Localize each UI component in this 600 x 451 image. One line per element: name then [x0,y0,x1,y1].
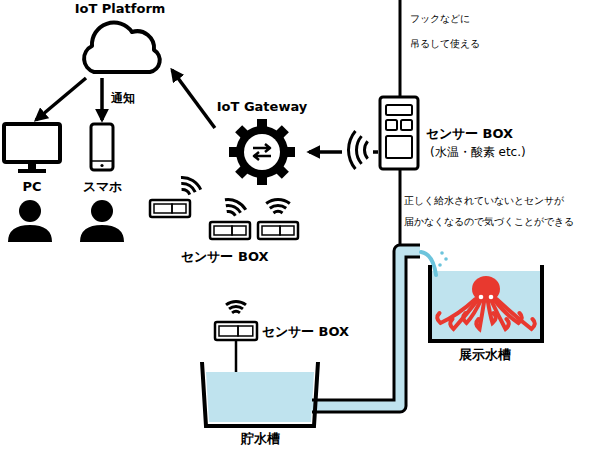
sensor-screen [262,226,280,235]
node-label: センサー BOX [426,125,513,143]
wifi-arc [227,210,237,217]
connector-group [102,78,103,120]
water-drop [438,263,442,267]
sensor-screen [172,204,186,213]
octopus-eye [479,295,484,300]
sensor-case [380,97,418,169]
sensor-screen [219,326,238,336]
sensor-case [258,222,298,239]
node-sublabel: (水温・酸素 etc.) [430,143,526,161]
gateway-gear [229,119,295,185]
sensor-screen [214,226,232,235]
person-body [80,225,124,242]
node-label: 貯水槽 [241,430,280,448]
node-label: IoT Gateway [217,98,308,116]
tank-water [206,372,314,422]
sensor-group-node: センサー BOX [145,192,305,270]
person-body [8,225,52,242]
arrow-connector [100,78,104,120]
gateway-node: IoT Gateway [215,98,309,186]
phone-node: スマホ [80,120,125,196]
sensor-screen [238,326,253,336]
gear-body [236,126,288,178]
cloud-outline [84,23,160,72]
wifi-arc [273,210,284,214]
tank-wall [202,362,318,426]
phone-bezel [91,160,113,162]
person-icon [8,200,52,242]
tank-water [432,271,540,339]
wifi-arc [225,198,247,211]
sensor-box-node: センサー BOX(水温・酸素 etc.) [378,95,592,171]
node-label: IoT Platform [75,0,166,18]
wifi-arc [181,182,196,193]
wifi-arc [226,204,242,214]
wifi-arc [269,204,287,209]
sensor-case [150,200,190,217]
sensor-screen [386,105,412,115]
wifi-arc [265,198,290,205]
monitor-base [18,169,46,173]
octopus-head [472,276,500,302]
node-label: センサー BOX [181,248,268,266]
connector-group [172,70,215,128]
arrow-connector [309,150,378,154]
wifi-signal [347,130,369,170]
gear-hole [244,134,280,170]
wifi-arc [181,176,202,190]
water-drop [444,257,448,261]
phone-body [91,124,113,170]
cloud-node: IoT Platform [66,0,174,78]
person-head [91,200,113,222]
octopus-tentacle [497,299,535,329]
wifi-arc [363,140,369,159]
note-text: フックなどに 吊るして使える [410,6,490,56]
phone-button [100,164,103,167]
water-drop [440,251,444,255]
connector-group [36,78,86,120]
wifi-arc [347,130,357,170]
node-label: 展示水槽 [459,346,511,364]
sensor-case [215,322,257,340]
arrow-connector [36,78,86,120]
octopus-tentacle [476,299,484,329]
node-label: PC [22,178,41,196]
sensor-screen [154,204,172,213]
octopus-eye [489,295,494,300]
monitor-neck [28,162,36,170]
wifi-arc [231,310,241,314]
wifi-arc [355,135,363,165]
sensor-case [210,222,250,239]
display-tank-node: 展示水槽 [420,245,550,365]
wifi-arc [225,300,247,306]
person-icon [80,200,124,242]
node-label: スマホ [83,178,122,196]
wifi-signal [225,198,247,217]
monitor-screen [4,124,60,162]
note-text: 正しく給水されていないとセンサが 届かなくなるので気づくことができる [404,190,596,232]
wifi-signal [225,300,247,314]
node-label: センサー BOX [262,323,349,341]
sensor-screen [232,226,246,235]
wifi-arc [228,305,244,310]
storage-tank-node: 貯水槽 [198,358,322,450]
exchange-arrows [253,144,271,160]
tank-wall [430,265,542,341]
pc-node: PC [0,120,64,196]
arrow-connector [172,70,215,128]
sensor-screen [280,226,294,235]
sensor-screen [386,136,412,158]
wifi-arc [182,188,192,195]
edge-label: 通知 [109,90,137,106]
connector-group [309,152,378,153]
octopus [437,276,535,329]
wifi-signal [265,198,290,214]
person-head [19,200,41,222]
sensor-screen [386,120,397,130]
sensor-box-node: センサー BOX [210,292,362,344]
wifi-signal [181,176,202,195]
sensor-screen [401,120,412,130]
